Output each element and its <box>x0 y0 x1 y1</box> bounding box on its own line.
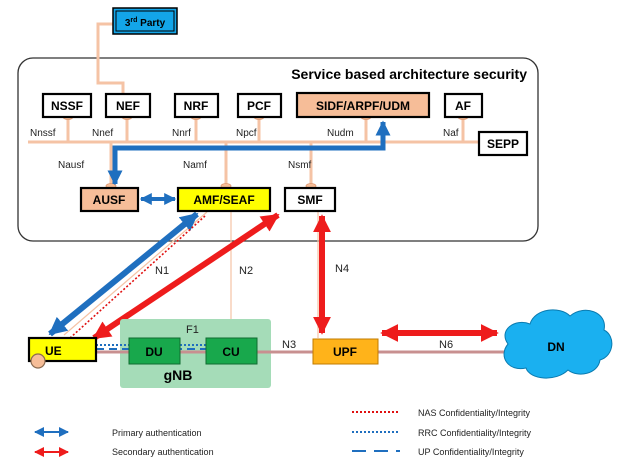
af-label: AF <box>455 99 471 113</box>
amf-seaf-label: AMF/SEAF <box>193 193 254 207</box>
sba-title: Service based architecture security <box>291 66 527 82</box>
sepp-label: SEPP <box>487 137 519 151</box>
label-nudm: Nudm <box>327 128 354 139</box>
third-party-label: 3rd Party <box>125 17 166 29</box>
third-party-link <box>96 22 125 97</box>
cu-box <box>205 337 258 365</box>
legend-nas-label: NAS Confidentiality/Integrity <box>418 408 531 418</box>
legend-rrc-label: RRC Confidentiality/Integrity <box>418 428 532 438</box>
secondary-auth-arrow-ue-smf <box>92 212 280 341</box>
legend-up-label: UP Confidentiality/Integrity <box>418 447 524 457</box>
pcf-label: PCF <box>247 99 271 113</box>
nssf-label: NSSF <box>51 99 83 113</box>
ue-label: UE <box>45 344 62 358</box>
nrf-box <box>173 92 220 119</box>
nrf-label: NRF <box>184 99 209 113</box>
upf-label: UPF <box>333 345 357 359</box>
ausf-box <box>79 186 140 213</box>
dn-label: DN <box>547 340 564 354</box>
label-nnssf: Nnssf <box>30 128 56 139</box>
legend: Primary authentication Secondary authent… <box>34 408 532 457</box>
label-naf: Naf <box>443 128 459 139</box>
primary-auth-arrow-sidf-ausf <box>107 120 391 186</box>
label-nsmf: Nsmf <box>288 160 312 171</box>
smf-label: SMF <box>297 193 322 207</box>
label-n4: N4 <box>335 263 349 275</box>
upf-box <box>312 338 379 365</box>
amf-seaf-box <box>176 186 272 213</box>
label-nnef: Nnef <box>92 128 113 139</box>
cu-label: CU <box>222 345 239 359</box>
label-f1: F1 <box>186 324 199 336</box>
nef-label: NEF <box>116 99 140 113</box>
legend-secondary-label: Secondary authentication <box>112 447 214 457</box>
nssf-box <box>41 92 93 119</box>
pcf-box <box>236 92 283 119</box>
af-box <box>443 92 484 119</box>
gnb-label: gNB <box>164 367 193 383</box>
label-n6: N6 <box>439 339 453 351</box>
usim-icon <box>30 353 46 369</box>
du-box <box>128 337 181 365</box>
label-npcf: Npcf <box>236 128 257 139</box>
label-n1: N1 <box>155 265 169 277</box>
sidf-arpf-udm-label: SIDF/ARPF/UDM <box>316 99 410 113</box>
label-nausf: Nausf <box>58 160 84 171</box>
du-label: DU <box>145 345 162 359</box>
dn-cloud <box>503 309 613 379</box>
label-nnrf: Nnrf <box>172 128 191 139</box>
sidf-arpf-udm-box <box>295 91 431 119</box>
sepp-box <box>477 130 529 157</box>
label-n3: N3 <box>282 339 296 351</box>
label-n2: N2 <box>239 265 253 277</box>
ausf-label: AUSF <box>93 193 126 207</box>
nef-box <box>104 92 152 119</box>
smf-box <box>283 186 337 213</box>
ue-box <box>27 336 98 363</box>
label-namf: Namf <box>183 160 207 171</box>
legend-primary-label: Primary authentication <box>112 428 202 438</box>
